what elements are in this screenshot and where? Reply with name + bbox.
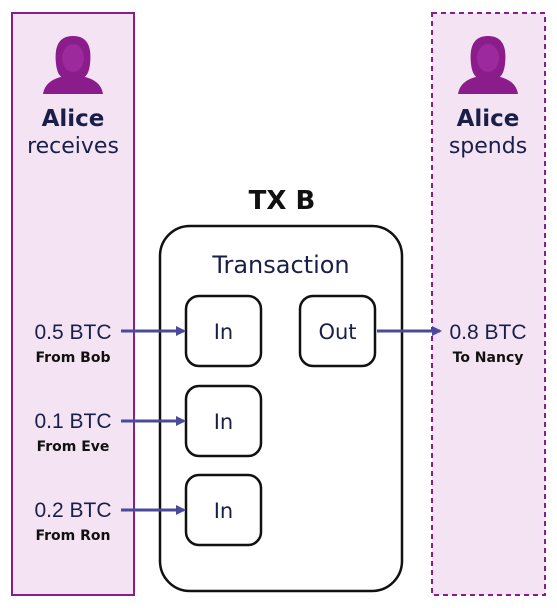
input-box-label: In [214, 320, 234, 344]
input-amount: 0.2 BTC [34, 499, 111, 522]
input-source: From Eve [37, 439, 110, 455]
input-box [184, 473, 263, 547]
input-source: From Bob [36, 350, 111, 366]
output-target: To Nancy [453, 350, 524, 366]
output-amount: 0.8 BTC [449, 321, 526, 344]
transaction-title: TX B [249, 186, 316, 216]
output-box-label: Out [318, 320, 356, 344]
input-box [184, 384, 263, 458]
output-box [298, 294, 377, 368]
input-amount: 0.1 BTC [34, 410, 111, 433]
input-amount: 0.5 BTC [34, 321, 111, 344]
input-source: From Ron [35, 528, 110, 544]
input-box [184, 294, 263, 368]
right-panel-name: Alice [457, 106, 520, 132]
right-panel [431, 12, 546, 596]
female-user-icon [43, 36, 103, 94]
transaction-box-label: Transaction [211, 251, 349, 279]
left-panel [11, 12, 135, 596]
input-box-label: In [214, 499, 234, 523]
input-box-label: In [214, 410, 234, 434]
female-user-icon [458, 36, 518, 94]
left-panel-action: receives [27, 134, 119, 159]
right-panel-action: spends [449, 134, 527, 159]
left-panel-name: Alice [42, 106, 105, 132]
